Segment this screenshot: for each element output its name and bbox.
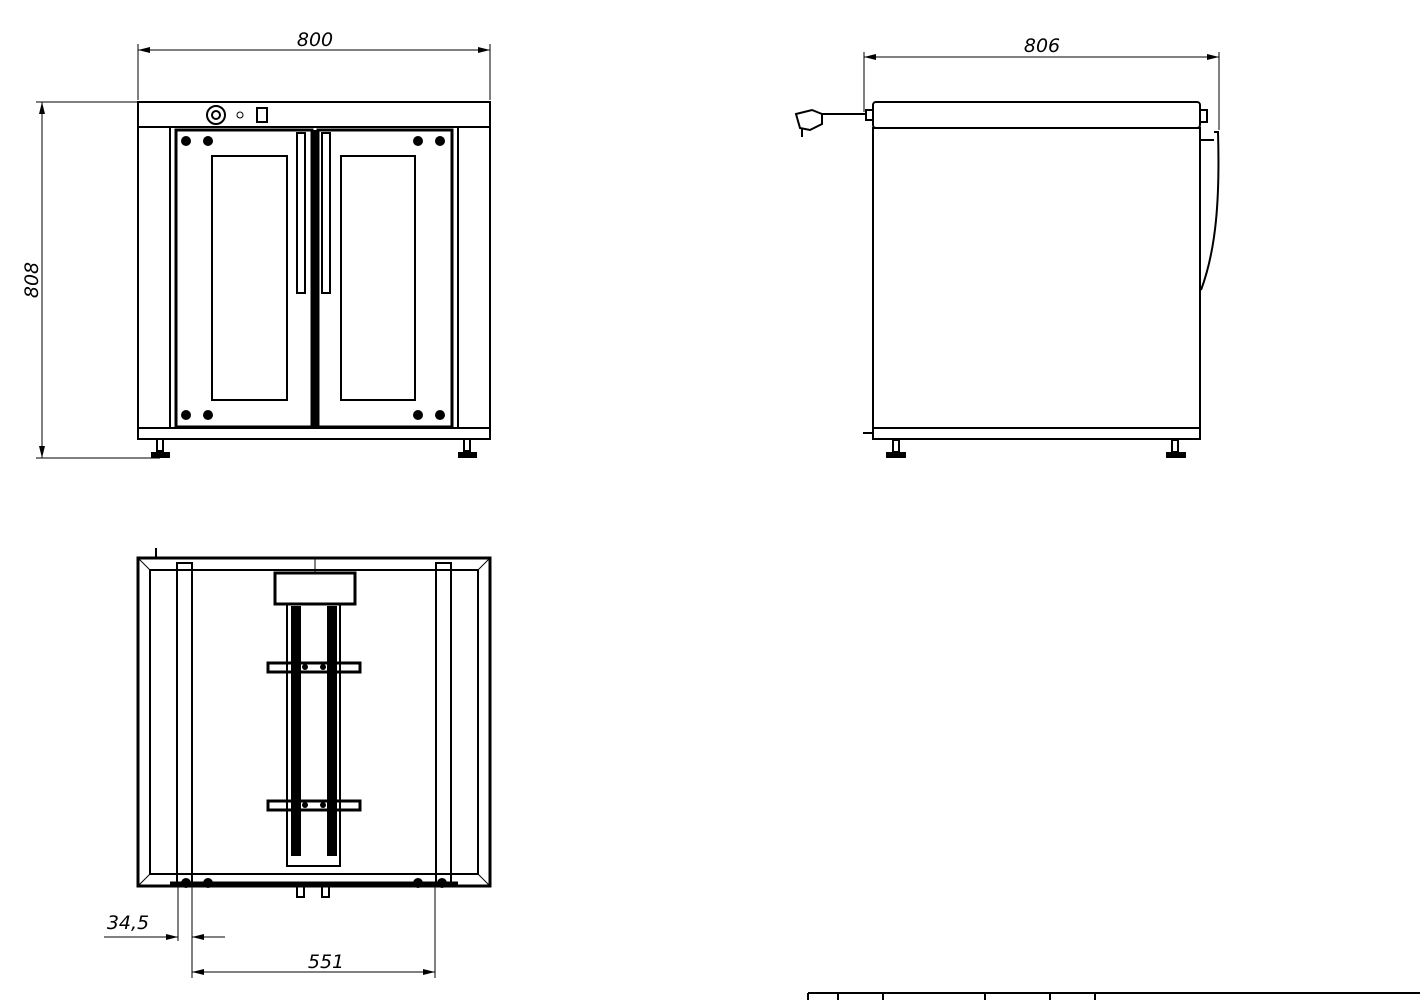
side-base: [872, 427, 1201, 440]
left-window: [211, 155, 288, 401]
base-plinth: [137, 427, 491, 440]
left-door-handle: [296, 132, 306, 294]
door-seam: [311, 130, 318, 427]
side-top-panel: [872, 101, 1201, 129]
drain-hose: [1200, 131, 1220, 291]
center-bracket: [273, 571, 357, 606]
left-rail: [176, 562, 193, 884]
width-dimension: 800: [137, 29, 491, 100]
front-view: 800 808: [21, 29, 491, 459]
power-plug-icon: [794, 108, 874, 137]
right-door-handle: [321, 132, 331, 294]
thermostat-knob-icon: [206, 105, 226, 125]
left-door: [174, 128, 314, 429]
right-door: [316, 128, 454, 429]
side-feet: [886, 439, 1186, 458]
side-view: 806: [794, 35, 1220, 458]
offset-dimension: 34,5: [104, 886, 225, 978]
top-outer-frame: [136, 556, 492, 888]
rear-fitting: [1199, 109, 1208, 123]
rail-span-dimension: 551: [192, 886, 436, 978]
heating-element-frame: [286, 603, 341, 867]
door-bolts: [181, 136, 445, 420]
offset-dim-label: 34,5: [107, 912, 149, 934]
feet: [151, 438, 477, 458]
side-body: [872, 127, 1201, 429]
rail-span-dim-label: 551: [308, 951, 344, 973]
width-dim-label: 800: [297, 29, 333, 51]
indicator-lamp-icon: [236, 111, 244, 119]
right-rail: [435, 562, 452, 884]
depth-dimension: 806: [863, 35, 1220, 130]
cross-bar-lower: [266, 799, 362, 812]
height-dim-label: 808: [21, 262, 43, 298]
power-switch-icon: [256, 107, 268, 123]
right-window: [340, 155, 416, 401]
top-view: 34,5 551: [104, 548, 492, 978]
control-panel: [137, 101, 491, 128]
depth-dim-label: 806: [1024, 35, 1060, 57]
cross-bar-upper: [266, 661, 362, 674]
title-block: [807, 992, 1420, 1000]
height-dimension: 808: [21, 101, 160, 459]
